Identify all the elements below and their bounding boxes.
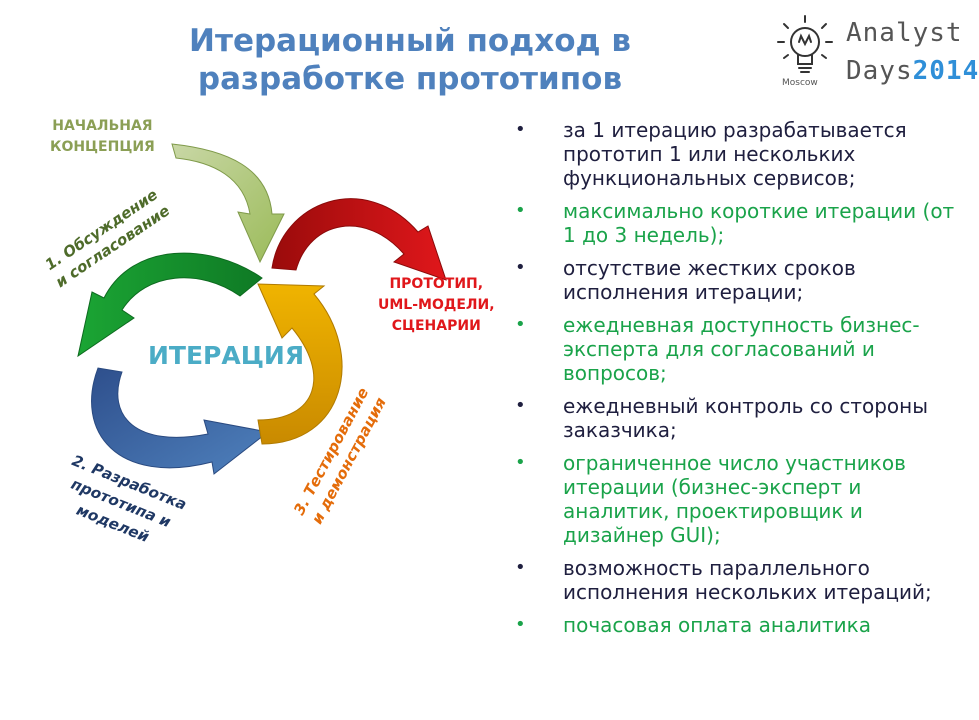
result-label: ПРОТОТИП, UML-МОДЕЛИ, СЦЕНАРИИ [378,274,495,337]
bullet-list: • за 1 итерацию разрабатывается прототип … [515,118,955,646]
result-label-line: UML-МОДЕЛИ, [378,297,495,313]
result-label-line: ПРОТОТИП, [389,276,484,292]
list-item: • ежедневный контроль со стороны заказчик… [515,394,955,442]
analyst-days-logo: Moscow Analyst Days2014 [770,12,978,102]
bullet-dot: • [515,314,526,335]
list-item: • отсутствие жестких сроков исполнения ит… [515,256,955,304]
list-item: • максимально короткие итерации (от 1 до … [515,199,955,247]
logo-word-days: Days2014 [846,56,979,86]
logo-days-text: Days [846,56,913,86]
stage1-arrow [77,252,263,358]
logo-word-analyst: Analyst [846,18,963,48]
slide-title: Итерационный подход в разработке прототи… [189,23,631,97]
bullet-text: ограниченное число участников итерации (… [563,451,906,547]
bullet-text: почасовая оплата аналитика [563,613,872,637]
bullet-text: за 1 итерацию разрабатывается прототип 1… [563,118,907,190]
list-item: • ограниченное число участников итерации … [515,451,955,547]
bullet-dot: • [515,452,526,473]
start-arrow [171,143,285,264]
bullet-text: отсутствие жестких сроков исполнения ите… [563,256,856,304]
stage3-arrow [257,283,343,445]
start-label-line: НАЧАЛЬНАЯ [52,118,153,134]
bullet-text: ежедневная доступность бизнес-эксперта д… [563,313,920,385]
bullet-dot: • [515,119,526,140]
start-label-line: КОНЦЕПЦИЯ [50,139,155,155]
bullet-text: ежедневный контроль со стороны заказчика… [563,394,929,442]
start-concept-label: НАЧАЛЬНАЯ КОНЦЕПЦИЯ [50,116,155,158]
list-item: • за 1 итерацию разрабатывается прототип … [515,118,955,190]
bullet-text: возможность параллельного исполнения нес… [563,556,932,604]
bullet-text: максимально короткие итерации (от 1 до 3… [563,199,955,247]
stage2-arrow [91,367,270,475]
iteration-cycle-diagram [77,143,447,475]
list-item: • почасовая оплата аналитика [515,613,955,637]
list-item: • возможность параллельного исполнения не… [515,556,955,604]
result-label-line: СЦЕНАРИИ [391,318,481,334]
bullet-dot: • [515,614,526,635]
result-arrow [271,198,447,281]
list-item: • ежедневная доступность бизнес-эксперта … [515,313,955,385]
logo-year: 2014 [912,56,979,86]
bullet-dot: • [515,557,526,578]
bullet-dot: • [515,257,526,278]
bullet-dot: • [515,395,526,416]
iteration-center-label: ИТЕРАЦИЯ [148,341,305,370]
lightbulb-icon [777,15,833,73]
bullet-dot: • [515,200,526,221]
logo-city: Moscow [782,78,818,88]
